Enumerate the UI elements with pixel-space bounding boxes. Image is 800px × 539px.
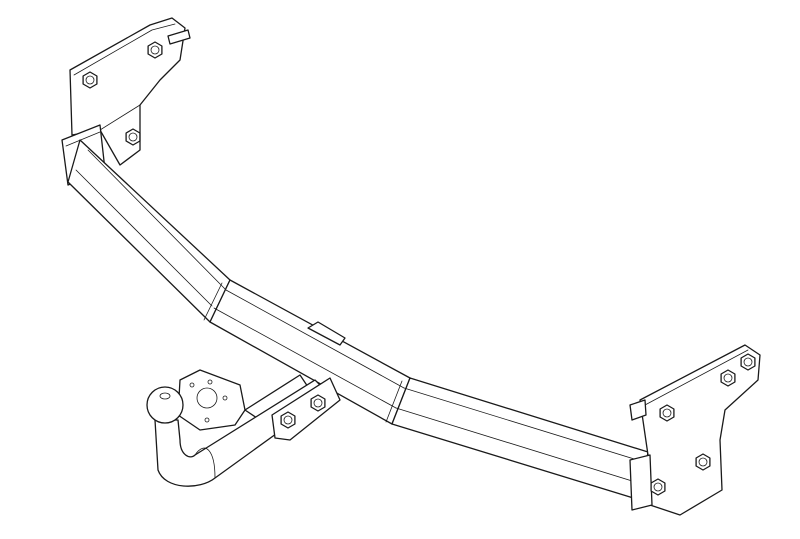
bolt-end [85, 75, 95, 85]
bolt-end [313, 398, 323, 408]
bolt-end [128, 132, 138, 142]
bolt-end [283, 415, 293, 425]
main-crossbeam [67, 139, 649, 501]
bolt-end [698, 457, 708, 467]
bolt-end [150, 45, 160, 55]
bolt-end [653, 482, 663, 492]
right-mounting-bracket [629, 344, 761, 516]
bolt-end [662, 408, 672, 418]
bolt-end [723, 373, 733, 383]
tow-hitch [146, 369, 341, 487]
tow-ball [146, 386, 184, 424]
bolt-end [743, 357, 753, 367]
bolts [82, 41, 756, 496]
